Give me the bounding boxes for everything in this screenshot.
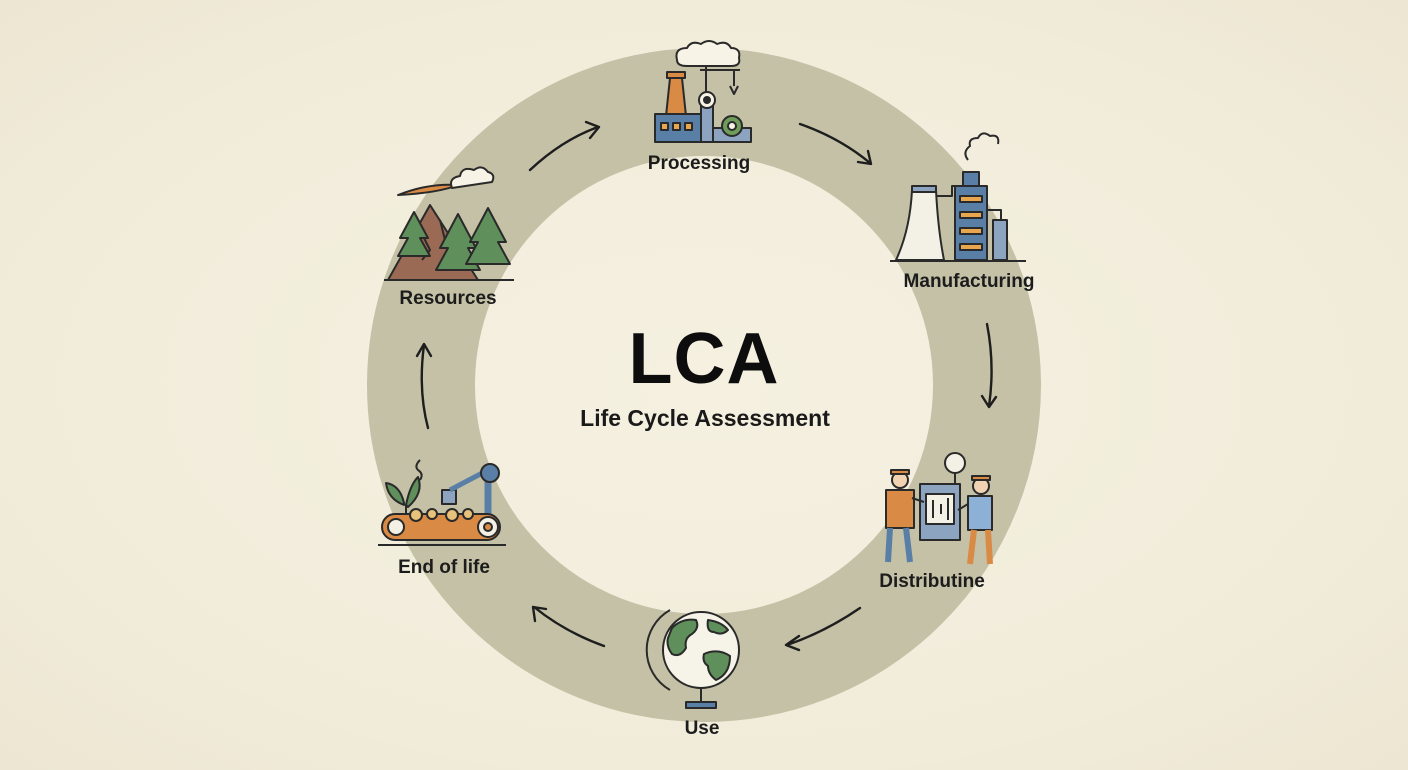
stage-label-manufacturing: Manufacturing — [903, 271, 1035, 292]
factory-icon — [654, 40, 752, 143]
arrow-resources-to-processing — [528, 120, 601, 172]
center-title: LCA — [628, 319, 780, 399]
arrow-end-of-life-to-resources — [415, 342, 433, 430]
recycling-conveyor-icon — [378, 459, 506, 546]
stage-label-use: Use — [684, 718, 720, 739]
forest-mountain-icon — [384, 166, 514, 281]
stage-label-end-of-life: End of life — [398, 557, 490, 578]
arrow-processing-to-manufacturing — [798, 122, 873, 166]
industrial-plant-icon — [890, 132, 1026, 262]
workers-machine-icon — [885, 452, 993, 565]
center-subtitle: Life Cycle Assessment — [580, 405, 830, 431]
arrow-distribution-to-use — [784, 606, 862, 652]
stage-label-processing: Processing — [647, 153, 751, 174]
stage-label-distribution: Distributine — [879, 571, 985, 592]
arrow-manufacturing-to-distribution — [980, 322, 998, 409]
globe-icon — [645, 609, 740, 709]
stage-label-resources: Resources — [399, 288, 497, 309]
arrow-use-to-end-of-life — [531, 605, 606, 648]
